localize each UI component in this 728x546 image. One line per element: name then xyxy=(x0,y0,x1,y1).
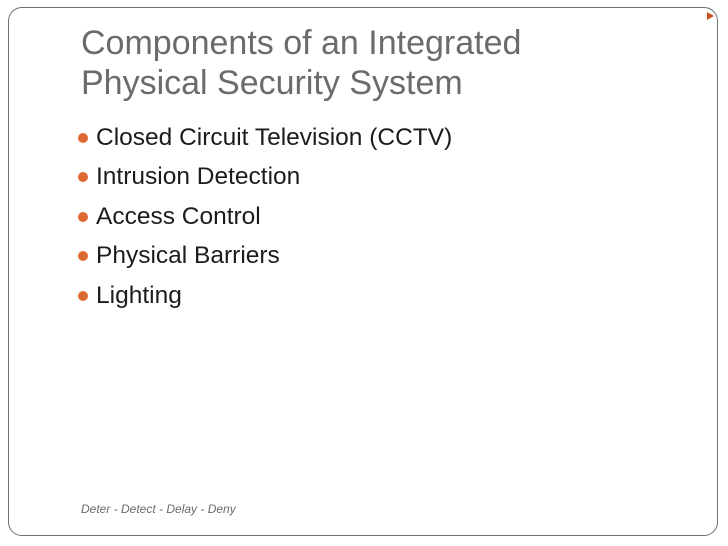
list-item: Access Control xyxy=(78,197,452,237)
bullet-dot-icon xyxy=(78,211,88,222)
bullet-text: Access Control xyxy=(96,202,261,230)
slide-frame xyxy=(8,7,718,536)
bullet-text: Closed Circuit Television (CCTV) xyxy=(96,123,453,151)
bullet-text: Intrusion Detection xyxy=(96,163,301,191)
slide-footer: Deter - Detect - Delay - Deny xyxy=(81,502,236,516)
bullet-dot-icon xyxy=(78,251,88,262)
list-item: Closed Circuit Television (CCTV) xyxy=(78,118,452,158)
list-item: Intrusion Detection xyxy=(78,158,452,198)
bullet-list: Closed Circuit Television (CCTV) Intrusi… xyxy=(78,118,452,316)
bullet-text: Physical Barriers xyxy=(96,242,280,270)
bullet-dot-icon xyxy=(78,290,88,301)
slide-title: Components of an Integrated Physical Sec… xyxy=(81,24,522,102)
bullet-dot-icon xyxy=(78,132,88,143)
bullet-text: Lighting xyxy=(96,281,182,309)
list-item: Physical Barriers xyxy=(78,237,452,277)
bullet-dot-icon xyxy=(78,172,88,183)
list-item: Lighting xyxy=(78,276,452,316)
arrow-right-icon xyxy=(707,12,714,20)
